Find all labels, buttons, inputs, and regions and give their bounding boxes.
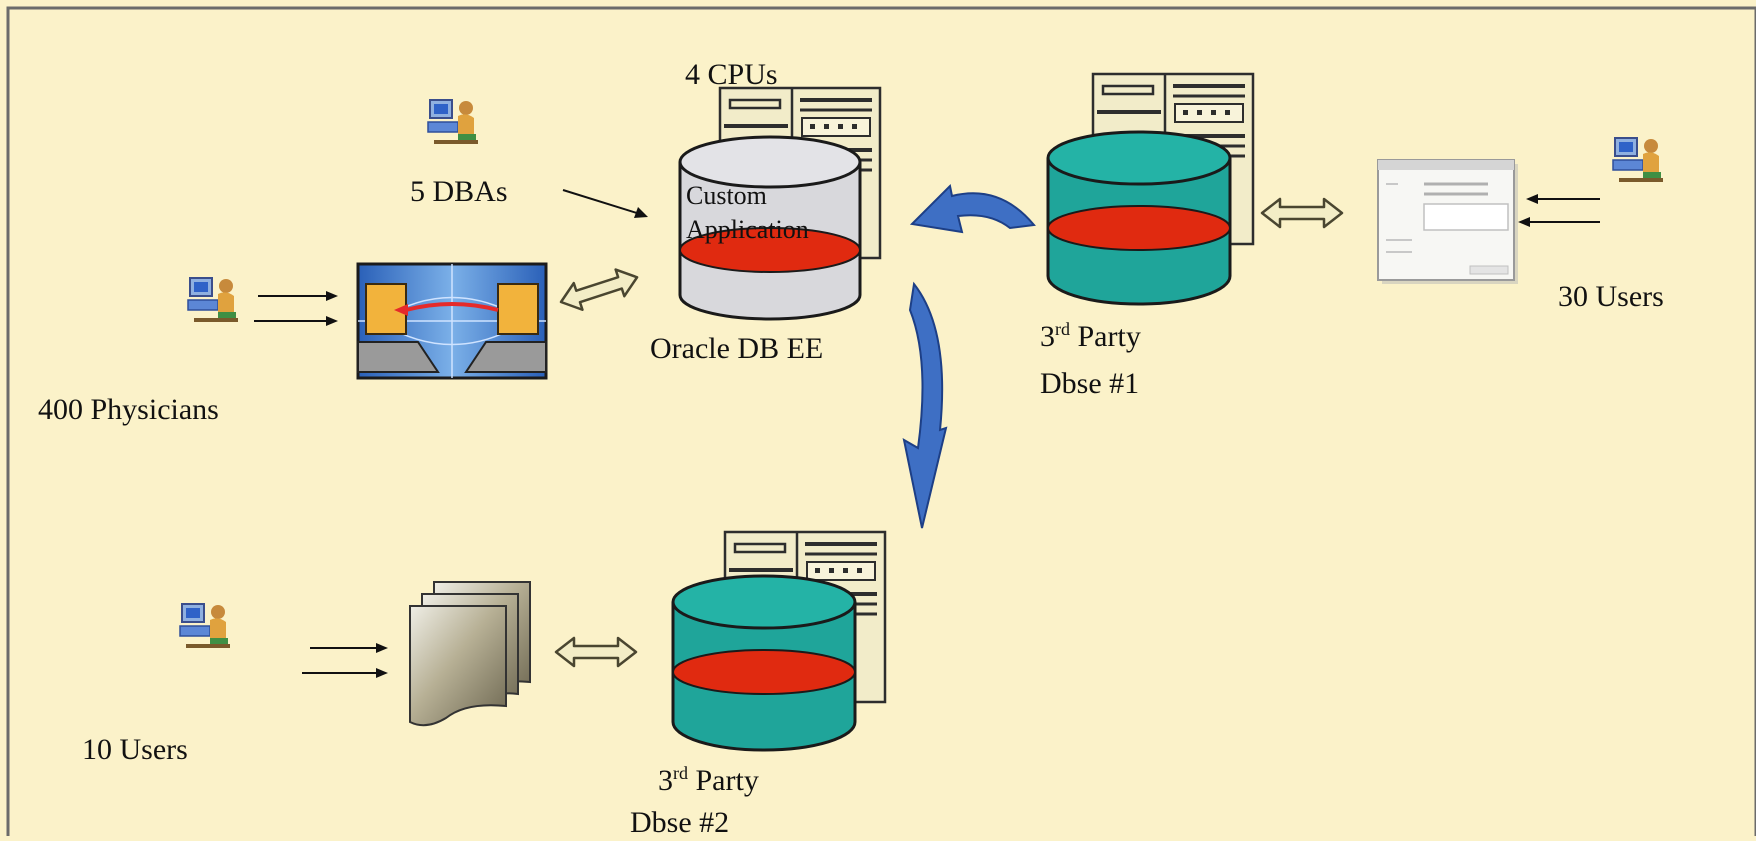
sync-arrow-to-oracle	[909, 183, 1036, 234]
dba-arrow	[562, 189, 648, 218]
oracle-db-label: Oracle DB EE	[650, 332, 823, 365]
diagram-frame	[6, 6, 1756, 841]
network-computers-icon	[356, 262, 548, 380]
physician-arrows	[254, 291, 338, 326]
thirty-users-label: 30 Users	[1558, 280, 1664, 313]
thirty-users-arrows	[1518, 194, 1600, 227]
third-party-2-db-cylinder	[671, 574, 857, 752]
oracle-db-cylinder	[678, 135, 862, 321]
custom-app-label-line2: Application	[686, 215, 809, 244]
ten-users-label: 10 Users	[82, 733, 188, 766]
document-stack-icon	[409, 581, 531, 727]
third-party-1-db-cylinder	[1046, 130, 1232, 306]
dbas-label: 5 DBAs	[410, 175, 508, 208]
third-party-1-label-line1: 3rd Party	[1040, 319, 1141, 353]
third-party-2-label-line1: 3rd Party	[658, 763, 759, 797]
sync-arrow-to-db2	[902, 281, 948, 529]
physicians-label: 400 Physicians	[38, 393, 219, 426]
ten-users-arrows	[302, 643, 388, 678]
cpu-count-label: 4 CPUs	[685, 58, 778, 91]
third-party-1-label-line2: Dbse #1	[1040, 367, 1139, 400]
third-party-2-label-line2: Dbse #2	[630, 806, 729, 836]
form-window-icon	[1377, 159, 1518, 284]
custom-app-label-line1: Custom	[686, 181, 767, 210]
